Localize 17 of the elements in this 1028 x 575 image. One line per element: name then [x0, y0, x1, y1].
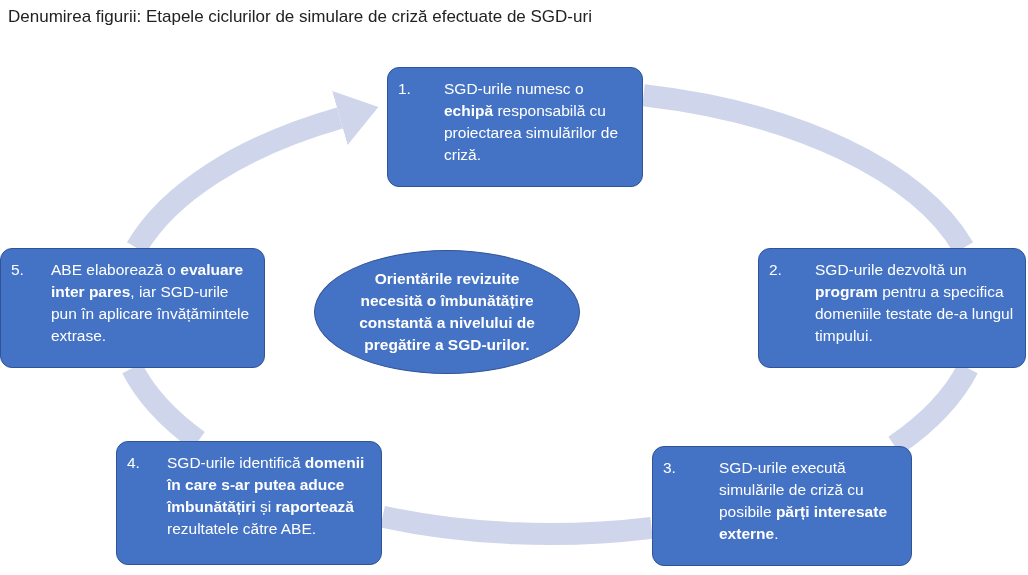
step-number: 4. — [127, 453, 140, 473]
step-box — [0, 248, 265, 368]
step-number: 5. — [11, 260, 24, 280]
step-number: 2. — [769, 260, 782, 280]
step-text: ABE elaborează o evaluare inter pares, iar SGD-urile pun în aplicare învățămintele extrase. — [51, 260, 251, 346]
step-box — [116, 441, 382, 565]
step-text: SGD-urile identifică domenii în care s-ar putea aduce îmbunătățiri și raportează rezultatele către ABE. — [167, 453, 366, 539]
step-text: SGD-urile dezvoltă un program pentru a specifica domeniile testate de-a lungul timpului. — [815, 260, 1015, 346]
step-box — [758, 248, 1026, 368]
center-text: Orientările revizuite necesită o îmbunătățire constantă a nivelului de pregătire a SGD-urilor. — [358, 269, 536, 355]
step-box — [652, 446, 912, 566]
step-number: 3. — [663, 458, 676, 478]
step-box — [387, 67, 643, 187]
figure-title: Denumirea figurii: Etapele ciclurilor de simulare de criză efectuate de SGD-uri — [8, 7, 592, 27]
step-number: 1. — [398, 79, 411, 99]
step-text: SGD-urile execută simulările de criză cu posibile părți interesate externe. — [719, 458, 888, 544]
step-text: SGD-urile numesc o echipă responsabilă cu proiectarea simulărilor de criză. — [444, 79, 620, 165]
